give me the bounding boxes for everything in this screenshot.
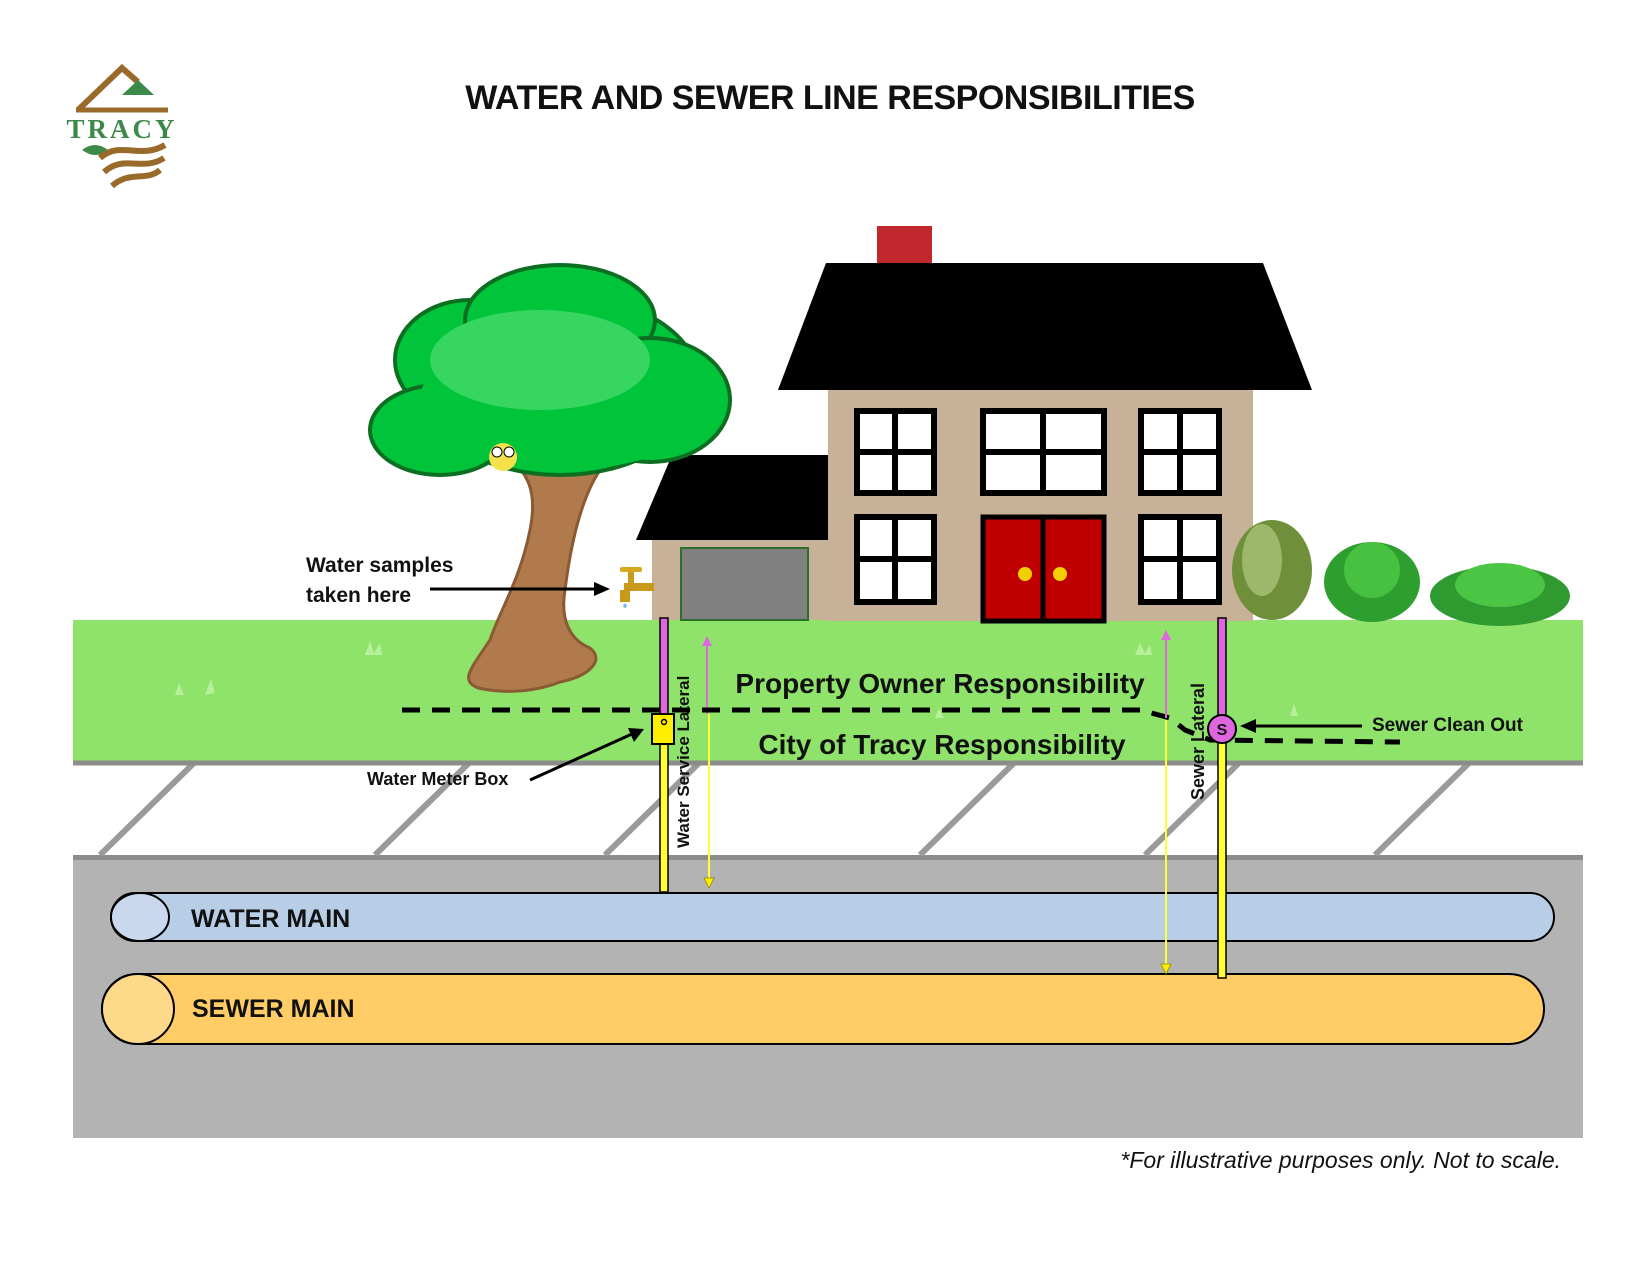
water-samples-arrow bbox=[430, 582, 610, 596]
sewer-clean-out-arrow bbox=[1240, 719, 1362, 733]
water-meter-arrow bbox=[529, 728, 644, 782]
sewer-lateral-pipe bbox=[1217, 617, 1227, 979]
logo-text: TRACY bbox=[66, 114, 177, 144]
property-owner-responsibility-label: Property Owner Responsibility bbox=[735, 668, 1145, 699]
water-main-pipe bbox=[110, 892, 1555, 942]
water-main-label: WATER MAIN bbox=[191, 905, 350, 933]
water-service-lateral-label: Water Service Lateral bbox=[674, 676, 693, 848]
water-meter-box-label: Water Meter Box bbox=[367, 769, 508, 789]
water-service-lateral-pipe bbox=[659, 617, 669, 893]
sewer-lateral-label: Sewer Lateral bbox=[1188, 683, 1208, 800]
roof bbox=[778, 263, 1312, 390]
tracy-logo: TRACY bbox=[66, 63, 177, 189]
chimney bbox=[877, 226, 932, 268]
faucet-icon bbox=[620, 567, 654, 608]
city-responsibility-label: City of Tracy Responsibility bbox=[758, 729, 1126, 760]
city-responsibility-arrow-water bbox=[703, 714, 715, 889]
sewer-clean-out-label: Sewer Clean Out bbox=[1372, 715, 1524, 736]
water-meter-box bbox=[651, 713, 675, 745]
property-line bbox=[402, 707, 1401, 745]
city-responsibility-arrow-sewer bbox=[1160, 720, 1172, 975]
shrubs bbox=[1232, 520, 1570, 626]
sewer-clean-out-symbol: S bbox=[1217, 722, 1228, 739]
water-samples-label-line1: Water samples bbox=[306, 554, 453, 577]
owner-responsibility-arrow-water bbox=[702, 636, 712, 714]
sewer-clean-out: S bbox=[1207, 714, 1237, 744]
footnote: *For illustrative purposes only. Not to … bbox=[1120, 1147, 1561, 1173]
page-title: WATER AND SEWER LINE RESPONSIBILITIES bbox=[465, 79, 1195, 117]
lawn bbox=[73, 620, 1583, 762]
sidewalk bbox=[73, 762, 1583, 855]
sewer-main-label: SEWER MAIN bbox=[192, 995, 355, 1023]
sewer-main-pipe bbox=[101, 973, 1545, 1045]
garage-door bbox=[680, 547, 809, 621]
house bbox=[636, 226, 1312, 624]
owner-responsibility-arrow-sewer bbox=[1161, 630, 1171, 718]
tree bbox=[368, 263, 732, 693]
water-samples-label-line2: taken here bbox=[306, 584, 411, 607]
windows bbox=[854, 408, 1222, 605]
grass-tufts bbox=[175, 641, 1298, 718]
